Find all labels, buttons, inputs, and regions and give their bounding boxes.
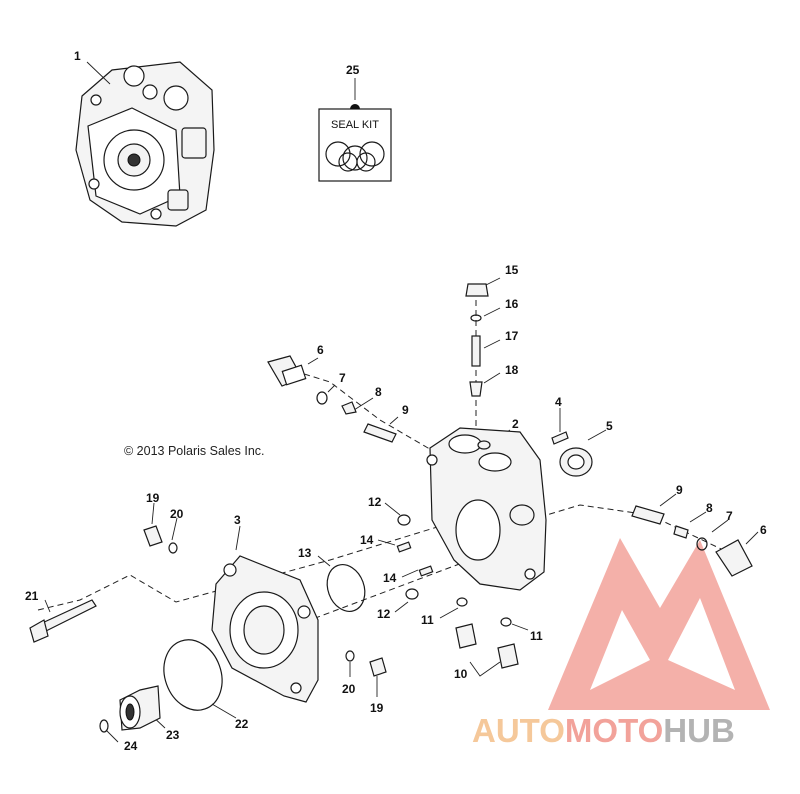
bearing-5-icon bbox=[559, 447, 593, 477]
callout-3: 3 bbox=[234, 513, 241, 527]
callout-labels: 1 25 15 16 17 6 18 7 8 4 9 2 5 9 19 12 8… bbox=[25, 49, 767, 753]
callout-25: 25 bbox=[346, 63, 360, 77]
seal-kit-label: SEAL KIT bbox=[331, 119, 379, 131]
callout-8b: 8 bbox=[706, 501, 713, 515]
seal-kit-icon: SEAL KIT bbox=[318, 104, 392, 182]
o-ring-13-icon bbox=[326, 564, 366, 612]
callout-1: 1 bbox=[74, 49, 81, 63]
small-parts-icon bbox=[396, 514, 519, 669]
callout-6a: 6 bbox=[317, 343, 324, 357]
callout-18: 18 bbox=[505, 363, 519, 377]
bearing-23-icon bbox=[119, 685, 161, 731]
callout-14a: 14 bbox=[360, 533, 374, 547]
callout-23: 23 bbox=[166, 728, 180, 742]
callout-5: 5 bbox=[606, 419, 613, 433]
callout-11a: 11 bbox=[421, 613, 434, 627]
callout-10: 10 bbox=[454, 667, 468, 681]
leader-lines bbox=[37, 61, 759, 743]
callout-7b: 7 bbox=[726, 509, 733, 523]
callout-19a: 19 bbox=[146, 491, 160, 505]
callout-4: 4 bbox=[555, 395, 562, 409]
callout-22: 22 bbox=[235, 717, 249, 731]
watermark-text: AUTOMOTOHUB bbox=[472, 712, 735, 749]
callout-11b: 11 bbox=[530, 629, 543, 643]
relief-valve-right-icon bbox=[631, 505, 753, 577]
callout-15: 15 bbox=[505, 263, 519, 277]
watermark-hub: HUB bbox=[663, 712, 735, 749]
callout-2: 2 bbox=[512, 417, 519, 431]
callout-19b: 19 bbox=[370, 701, 384, 715]
callout-17: 17 bbox=[505, 329, 519, 343]
callout-16: 16 bbox=[505, 297, 519, 311]
callout-13: 13 bbox=[298, 546, 312, 560]
callout-6b: 6 bbox=[760, 523, 767, 537]
callout-24: 24 bbox=[124, 739, 138, 753]
watermark-moto: MOTO bbox=[565, 712, 663, 749]
end-cover-icon bbox=[211, 555, 319, 703]
watermark-auto: AUTO bbox=[472, 712, 565, 749]
pump-housing-icon bbox=[426, 427, 547, 591]
watermark-logo-icon bbox=[548, 538, 770, 710]
o-ring-20-icon bbox=[168, 542, 355, 662]
callout-14b: 14 bbox=[383, 571, 397, 585]
bolt-21-icon bbox=[29, 599, 97, 643]
callout-8a: 8 bbox=[375, 385, 382, 399]
pin-4-icon bbox=[551, 431, 569, 445]
callout-9a: 9 bbox=[402, 403, 409, 417]
copyright-text: © 2013 Polaris Sales Inc. bbox=[124, 444, 265, 458]
o-ring-22-icon bbox=[163, 639, 223, 711]
relief-valve-left-icon bbox=[267, 355, 397, 443]
relief-stack-icon bbox=[465, 283, 489, 397]
pump-assembly-icon bbox=[75, 61, 215, 227]
retaining-ring-24-icon bbox=[99, 719, 109, 733]
callout-12b: 12 bbox=[377, 607, 391, 621]
callout-12a: 12 bbox=[368, 495, 382, 509]
callout-7a: 7 bbox=[339, 371, 346, 385]
callout-9b: 9 bbox=[676, 483, 683, 497]
callout-21: 21 bbox=[25, 589, 39, 603]
plug-19-icon bbox=[143, 525, 387, 677]
callout-20b: 20 bbox=[342, 682, 356, 696]
callout-20a: 20 bbox=[170, 507, 184, 521]
